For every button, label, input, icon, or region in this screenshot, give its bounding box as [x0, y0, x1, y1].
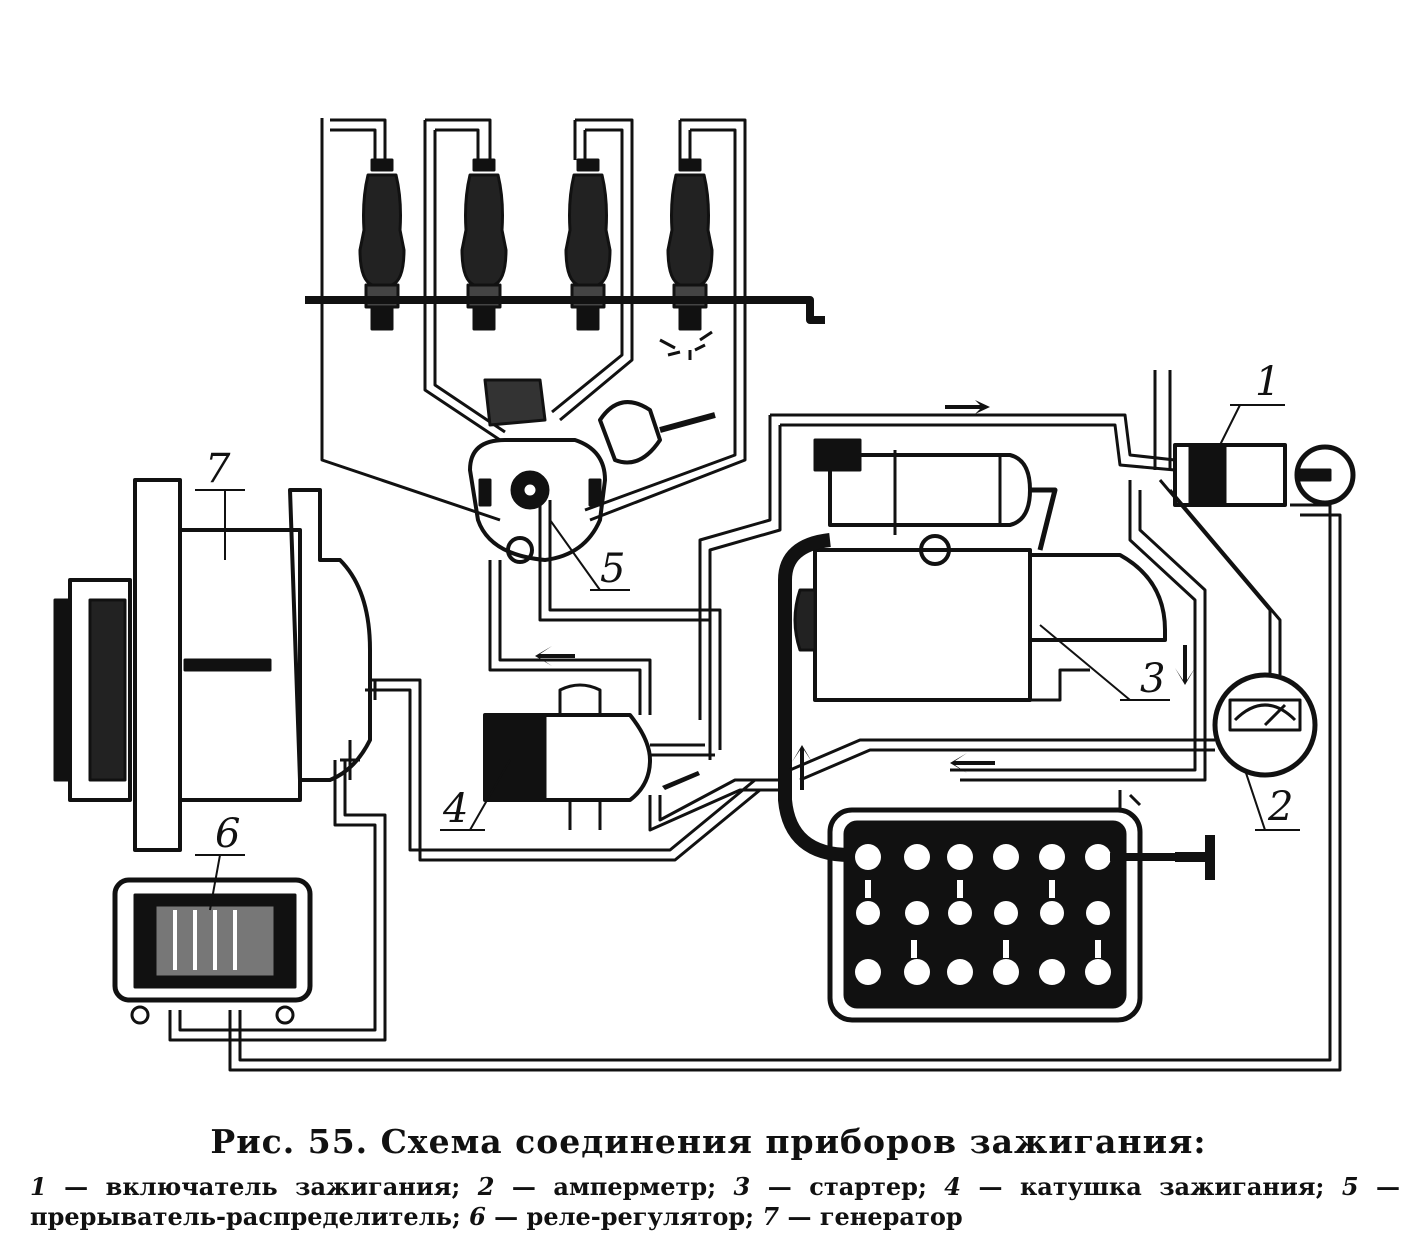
callout-6: 6	[215, 811, 240, 857]
legend-num-3: 3	[733, 1172, 751, 1201]
figure-legend: 1 — включатель зажигания; 2 — амперметр;…	[30, 1172, 1401, 1231]
legend-num-7: 7	[762, 1202, 780, 1231]
legend-text-5: прерыватель-распределитель;	[30, 1202, 461, 1231]
legend-num-6: 6	[469, 1202, 486, 1231]
callout-1: 1	[1255, 359, 1280, 405]
callout-2: 2	[1267, 784, 1293, 830]
ground-bar	[305, 296, 825, 324]
ignition-wiring-diagram: 1 2 3 4 5 6 7	[53, 118, 1356, 1072]
legend-text-1: включатель зажигания;	[105, 1172, 461, 1201]
legend-text-4: катушка зажигания;	[1019, 1172, 1325, 1201]
distributor	[468, 378, 722, 760]
callout-4: 4	[442, 786, 468, 832]
legend-text-6: реле-регулятор;	[526, 1202, 755, 1231]
callout-7: 7	[205, 446, 231, 492]
ammeter	[1212, 672, 1318, 778]
figure-title: Рис. 55. Схема соединения приборов зажиг…	[210, 1122, 1207, 1161]
legend-text-7: генератор	[819, 1202, 963, 1231]
generator	[53, 478, 385, 852]
ignition-switch	[1153, 370, 1356, 507]
relay-regulator	[112, 877, 313, 1025]
spark-plug-4	[659, 158, 714, 360]
starter	[793, 438, 1167, 702]
battery	[827, 807, 1215, 1023]
legend-text-2: амперметр;	[553, 1172, 717, 1201]
legend-text-3: стартер;	[809, 1172, 927, 1201]
legend-num-2: 2	[477, 1172, 495, 1201]
legend-num-4: 4	[944, 1172, 961, 1201]
callout-5: 5	[600, 546, 625, 592]
legend-num-5: 5	[1341, 1172, 1359, 1201]
legend-num-1: 1	[30, 1172, 47, 1201]
callout-3: 3	[1140, 656, 1165, 702]
